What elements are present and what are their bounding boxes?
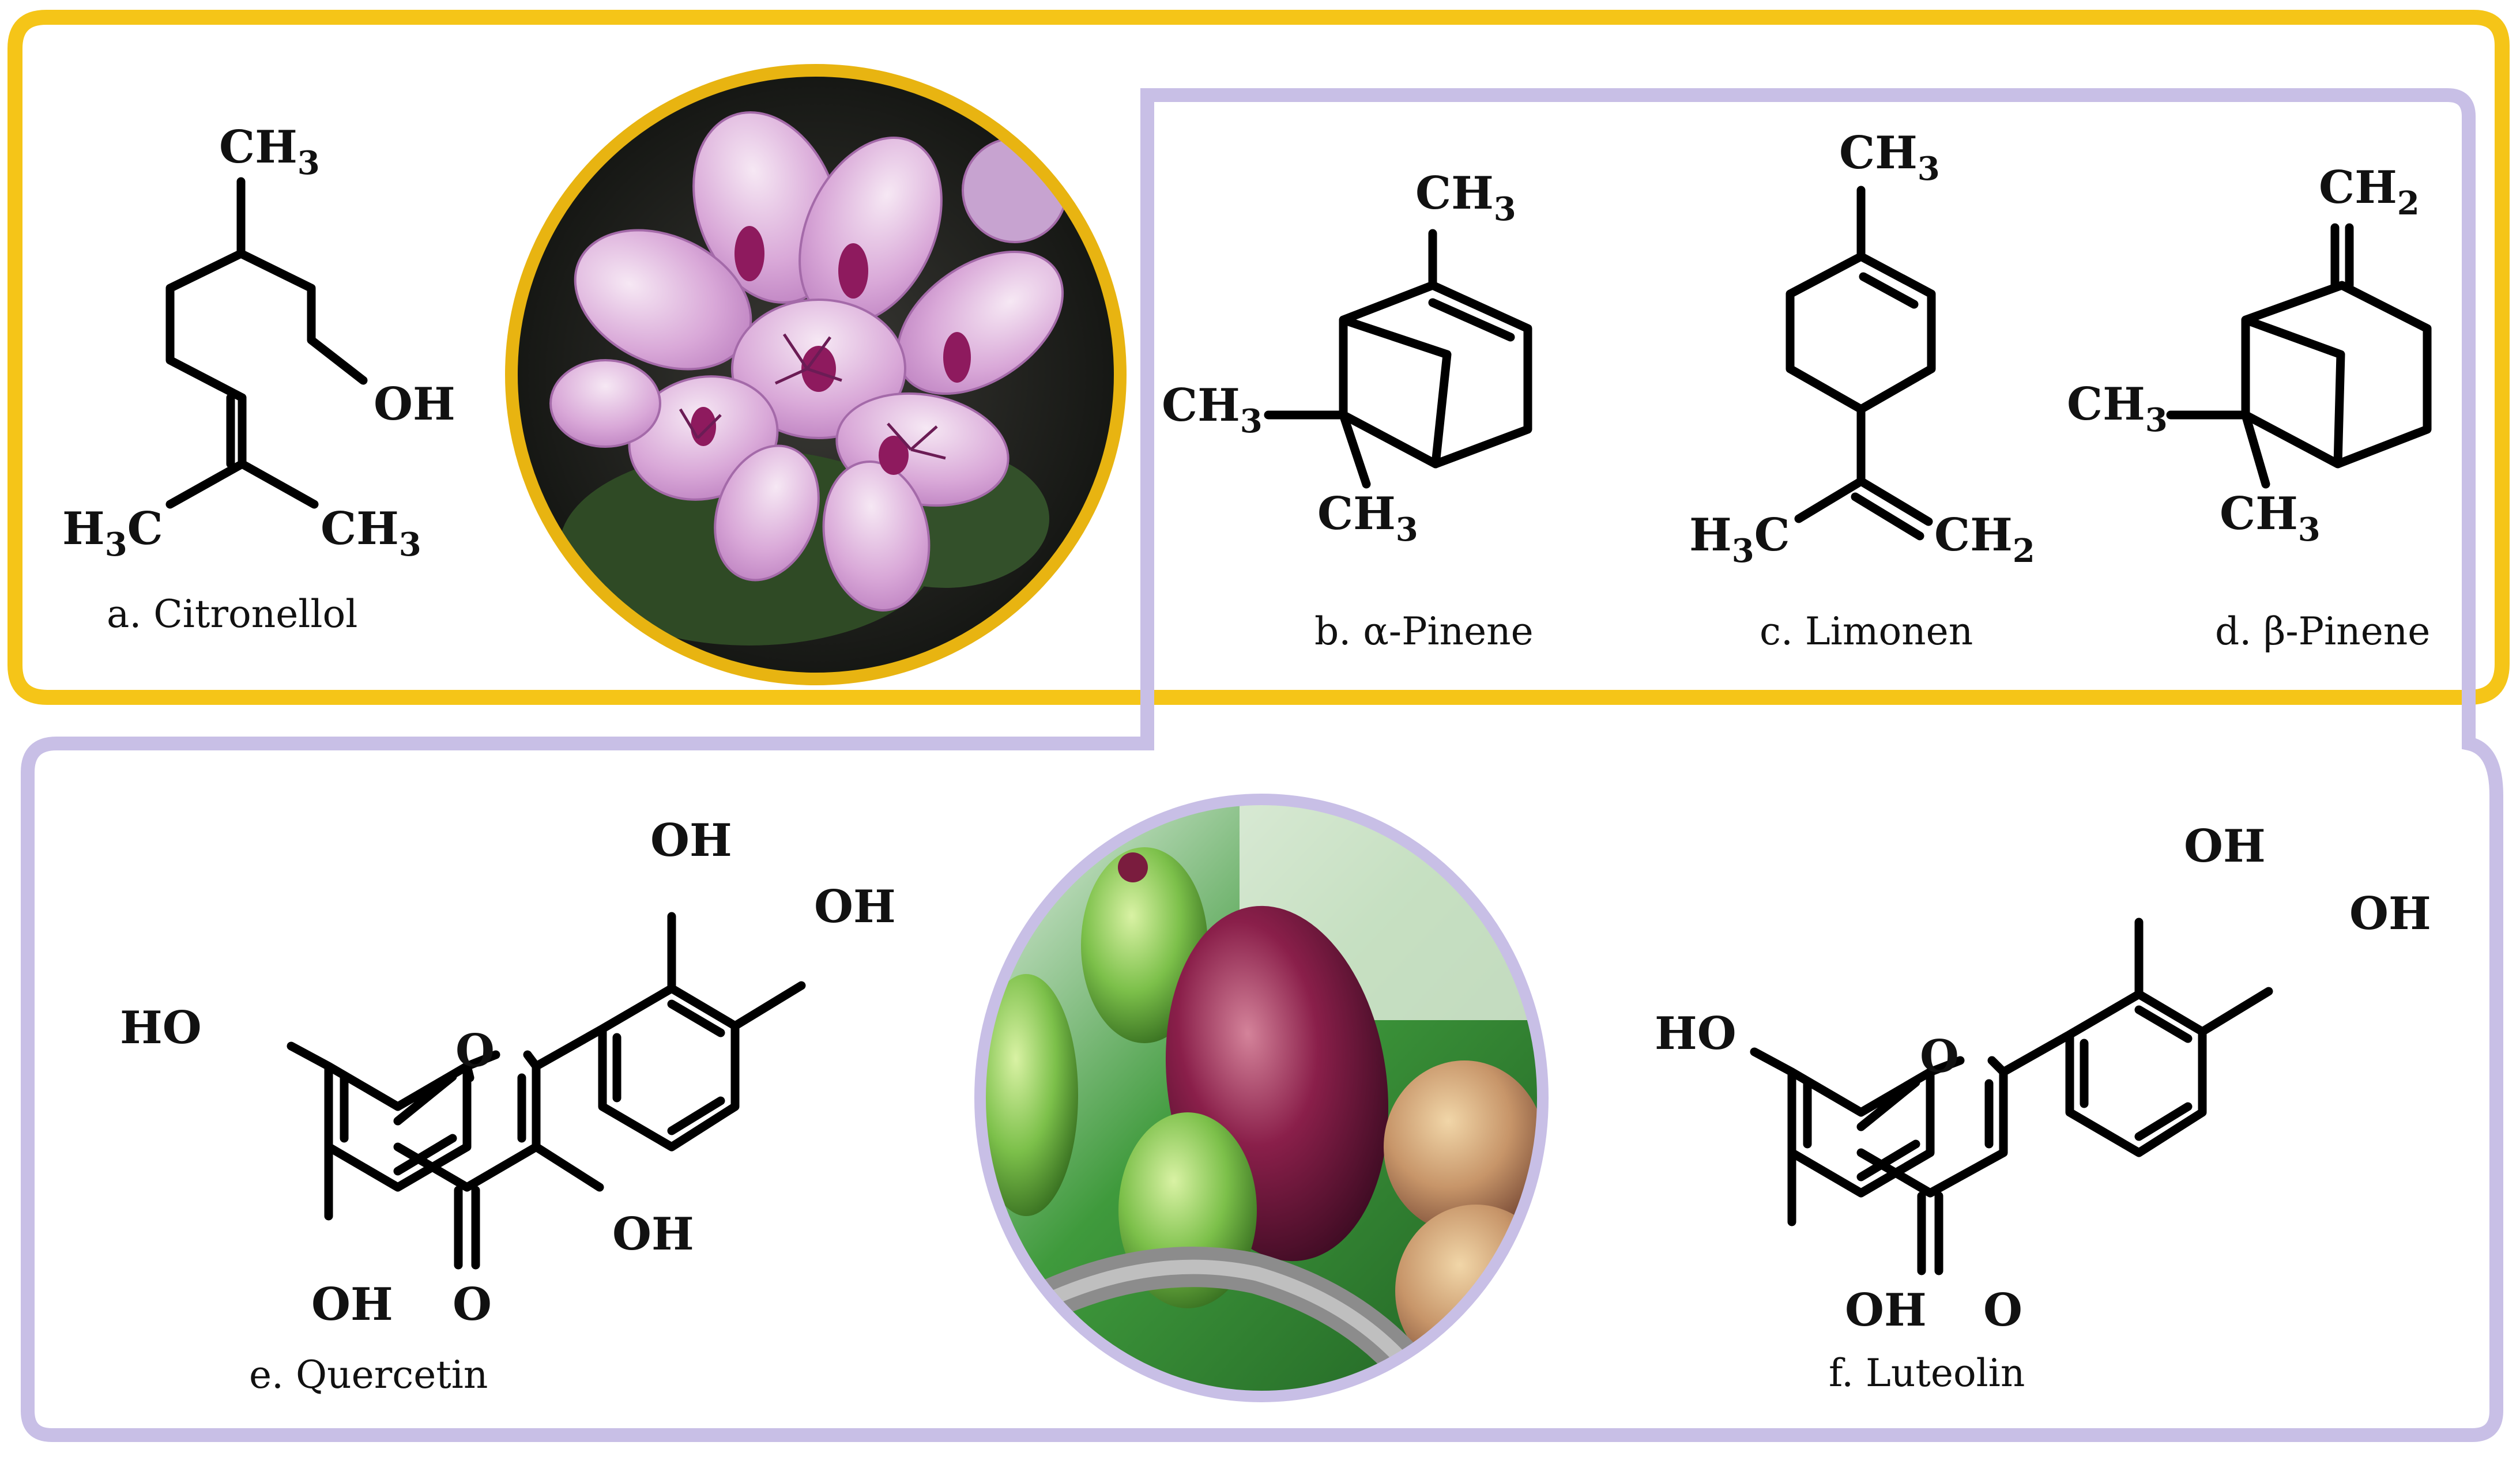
- quercetin-oh-3: OH: [612, 1208, 694, 1260]
- luteolin-oh-top: OH: [2184, 820, 2266, 873]
- flower-photo-ring: [505, 64, 1127, 685]
- limonene-structure: CH3 H3C CH2 c. Limonen: [1689, 127, 2035, 654]
- citronellol-structure: CH3 OH H3C CH3 a. Citronellol: [62, 121, 455, 636]
- quercetin-oh-5: OH: [311, 1278, 393, 1331]
- geranium-flower-photo: [505, 64, 1127, 685]
- fig-fruit-photo: [974, 794, 1549, 1402]
- quercetin-oh-top: OH: [650, 814, 732, 867]
- alpha-pinene-ch3-bottom: CH3: [1317, 488, 1418, 549]
- citronellol-h3c: H3C: [62, 503, 163, 564]
- limonene-ch2: CH2: [1934, 509, 2035, 570]
- quercetin-ho: HO: [120, 1002, 202, 1054]
- beta-pinene-structure: CH2 CH3 CH3 d. β-Pinene: [2067, 161, 2432, 654]
- citronellol-caption: a. Citronellol: [107, 592, 357, 636]
- alpha-pinene-ch3-top: CH3: [1415, 167, 1516, 228]
- luteolin-oh-right: OH: [2349, 888, 2431, 940]
- limonene-caption: c. Limonen: [1760, 609, 1973, 654]
- beta-pinene-ch3-left: CH3: [2067, 378, 2168, 439]
- luteolin-oh-5: OH: [1845, 1284, 1927, 1337]
- alpha-pinene-ch3-left: CH3: [1162, 379, 1263, 440]
- terpene-group-frame: [7, 10, 2510, 705]
- luteolin-caption: f. Luteolin: [1829, 1351, 2025, 1395]
- luteolin-ho: HO: [1655, 1007, 1736, 1060]
- citronellol-ch3-top: CH3: [219, 121, 320, 182]
- limonene-bonds: [1786, 186, 1936, 541]
- luteolin-structure: HO O OH OH OH O f. Luteolin: [1655, 820, 2431, 1395]
- quercetin-oh-right: OH: [814, 881, 896, 933]
- flavonoid-group-frame: [21, 88, 2503, 1442]
- citronellol-oh: OH: [374, 378, 455, 431]
- beta-pinene-caption: d. β-Pinene: [2215, 609, 2430, 654]
- limonene-h3c: H3C: [1689, 509, 1790, 570]
- quercetin-structure: HO O OH OH OH OH O e. Quercetin: [120, 814, 896, 1397]
- citronellol-ch3-right: CH3: [321, 503, 421, 564]
- alpha-pinene-bonds: [1264, 229, 1532, 489]
- quercetin-bonds: [287, 912, 806, 1270]
- alpha-pinene-structure: CH3 CH3 CH3 b. α-Pinene: [1162, 167, 1534, 654]
- quercetin-ring-o: O: [455, 1025, 495, 1077]
- citronellol-bonds: [165, 177, 368, 509]
- luteolin-ring-o: O: [1920, 1031, 1959, 1083]
- fig-photo-ring: [974, 794, 1549, 1402]
- luteolin-keto-o: O: [1983, 1284, 2022, 1337]
- quercetin-keto-o: O: [453, 1278, 492, 1331]
- beta-pinene-ch3-bottom: CH3: [2220, 488, 2321, 549]
- beta-pinene-ch2: CH2: [2319, 161, 2420, 222]
- alpha-pinene-caption: b. α-Pinene: [1314, 609, 1534, 654]
- beta-pinene-bonds: [2166, 223, 2432, 489]
- limonene-ch3-top: CH3: [1839, 127, 1940, 188]
- luteolin-bonds: [1750, 918, 2273, 1275]
- quercetin-caption: e. Quercetin: [249, 1353, 488, 1397]
